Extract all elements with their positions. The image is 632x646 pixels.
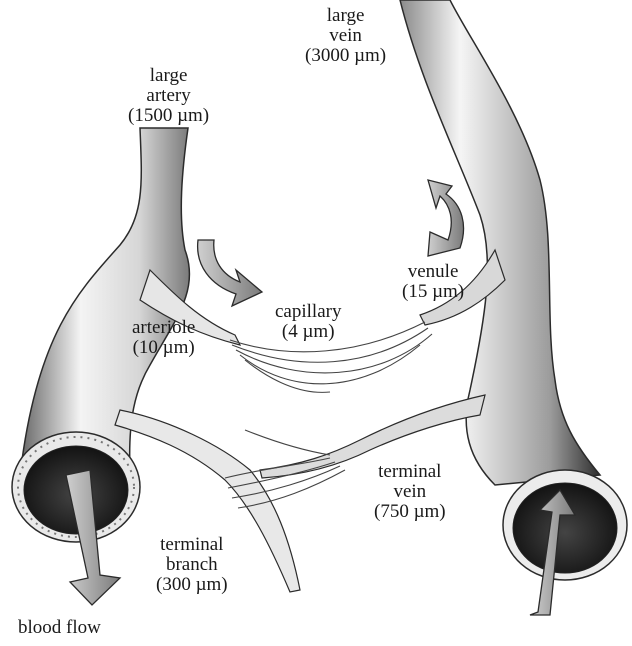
label-blood-flow: blood flow	[18, 618, 101, 638]
terminal-vein-vessel	[260, 395, 485, 478]
artery-flow-arrow-icon	[198, 240, 262, 306]
vein-cross-section	[503, 470, 627, 580]
label-arteriole: arteriole (10 µm)	[132, 318, 195, 358]
label-large-vein: large vein (3000 µm)	[305, 6, 386, 66]
label-venule: venule (15 µm)	[402, 262, 464, 302]
label-terminal-branch: terminal branch (300 µm)	[156, 535, 228, 595]
vein-flow-arrow-icon	[428, 180, 464, 256]
label-capillary: capillary (4 µm)	[275, 302, 341, 342]
label-large-artery: large artery (1500 µm)	[128, 66, 209, 126]
label-terminal-vein: terminal vein (750 µm)	[374, 462, 446, 522]
